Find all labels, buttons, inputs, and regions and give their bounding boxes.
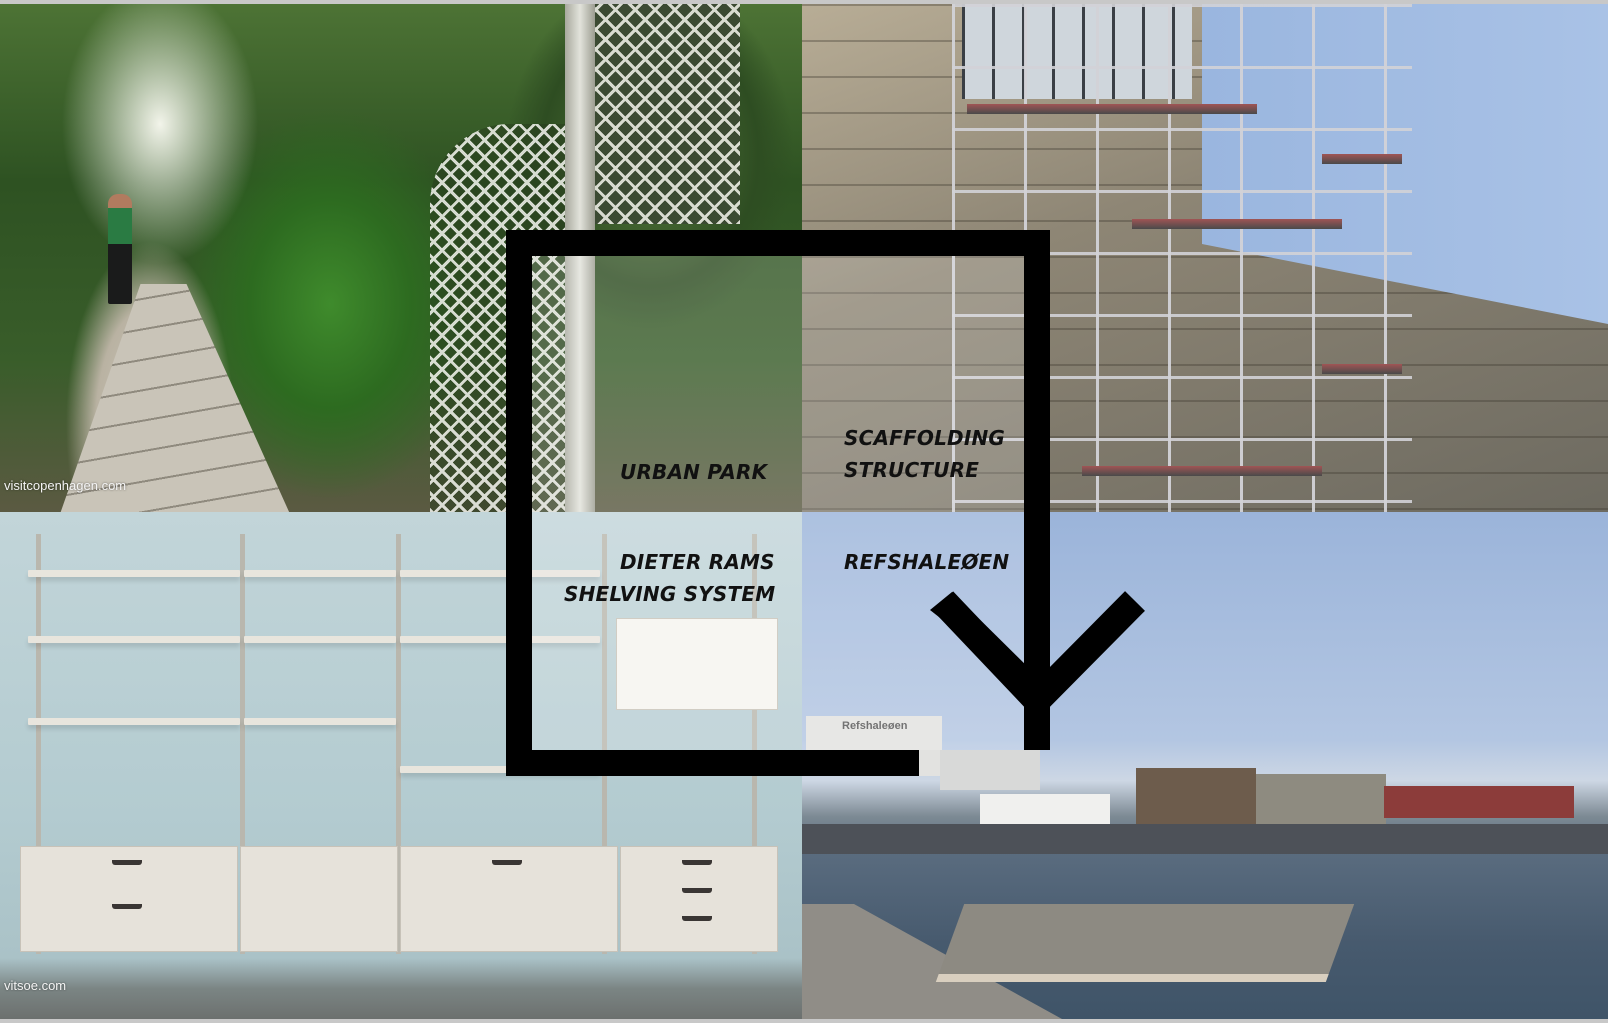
scaffold-deck: [1132, 219, 1342, 229]
frame-left-edge: [506, 230, 532, 776]
photo-credit-shelving: vitsoe.com: [4, 978, 67, 993]
wall-cabinet: [616, 618, 778, 710]
shelf: [244, 570, 396, 577]
label-scaffolding-line2: STRUCTURE: [844, 458, 980, 482]
drawer-pull: [682, 860, 712, 865]
scaffold-deck: [1082, 466, 1322, 476]
shelf: [28, 570, 240, 577]
photo-credit-park: visitcopenhagen.com: [4, 478, 127, 493]
scaffold-deck: [1322, 364, 1402, 374]
scaffolding-photo: [802, 4, 1608, 512]
shelf-rail: [396, 534, 401, 954]
frame-bottom-edge: [506, 750, 919, 776]
shelf: [244, 636, 396, 643]
drawer-pull: [682, 888, 712, 893]
drawer-pull: [112, 860, 142, 865]
moodboard: visitcopenhagen.com vitsoe.com Refshaleø…: [0, 4, 1608, 1019]
warehouse-building: [1256, 774, 1386, 824]
label-dieter-rams-line1: DIETER RAMS: [620, 550, 775, 574]
label-dieter-rams-line2: SHELVING SYSTEM: [564, 582, 776, 606]
shelf: [400, 570, 600, 577]
shelf-rail: [752, 534, 757, 954]
drawer-pull: [492, 860, 522, 865]
shelf-rail: [36, 534, 41, 954]
shelf-rail: [240, 534, 245, 954]
building-sign: Refshaleøen: [842, 720, 908, 732]
shelf: [28, 718, 240, 725]
drawer-pull: [682, 916, 712, 921]
open-cabinet: [240, 846, 398, 952]
urban-park-photo: visitcopenhagen.com: [0, 4, 802, 512]
shelf: [400, 766, 600, 773]
staircase-pillar: [565, 4, 595, 512]
frame-top-edge: [506, 230, 1050, 256]
scaffold-deck: [967, 104, 1257, 114]
label-urban-park: URBAN PARK: [620, 460, 768, 484]
red-building: [1384, 786, 1574, 818]
harbor-boats: [802, 824, 1608, 854]
shelf-rail: [602, 534, 607, 954]
visitor-figure: [108, 194, 132, 304]
shelf: [244, 718, 396, 725]
scaffold-deck: [1322, 154, 1402, 164]
shelf: [28, 636, 240, 643]
warehouse-building: [940, 750, 1040, 790]
shelf: [400, 636, 600, 643]
frame-right-edge: [1024, 230, 1050, 750]
brick-warehouse: [1136, 768, 1256, 824]
label-refshaleoen: REFSHALEØEN: [844, 550, 1010, 574]
drawer-pull: [112, 904, 142, 909]
label-scaffolding-line1: SCAFFOLDING: [844, 426, 1006, 450]
staircase-lattice: [590, 4, 740, 224]
frame-tint: [530, 252, 1026, 750]
down-arrow-icon: [930, 591, 1145, 721]
